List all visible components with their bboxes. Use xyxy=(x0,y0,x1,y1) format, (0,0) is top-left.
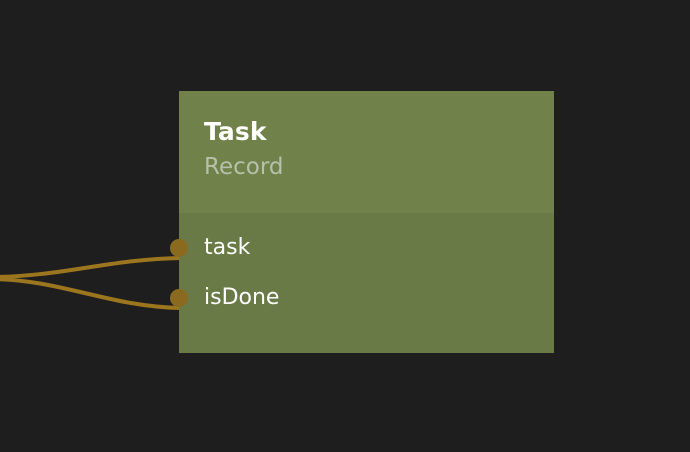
edge-to-task[interactable] xyxy=(0,256,183,279)
port-dot-task[interactable] xyxy=(170,239,188,257)
node-body: task isDone xyxy=(170,213,554,353)
node-subtitle: Record xyxy=(204,154,284,180)
node-task[interactable]: Task Record task isDone xyxy=(170,91,554,353)
field-row-task[interactable]: task xyxy=(170,223,554,273)
field-label-isdone: isDone xyxy=(204,285,280,310)
field-label-task: task xyxy=(204,235,251,260)
port-dot-isdone[interactable] xyxy=(170,289,188,307)
node-header[interactable]: Task Record xyxy=(179,91,554,213)
field-row-isdone[interactable]: isDone xyxy=(170,273,554,323)
edge-to-isdone[interactable] xyxy=(0,277,183,310)
node-title: Task xyxy=(204,117,267,146)
